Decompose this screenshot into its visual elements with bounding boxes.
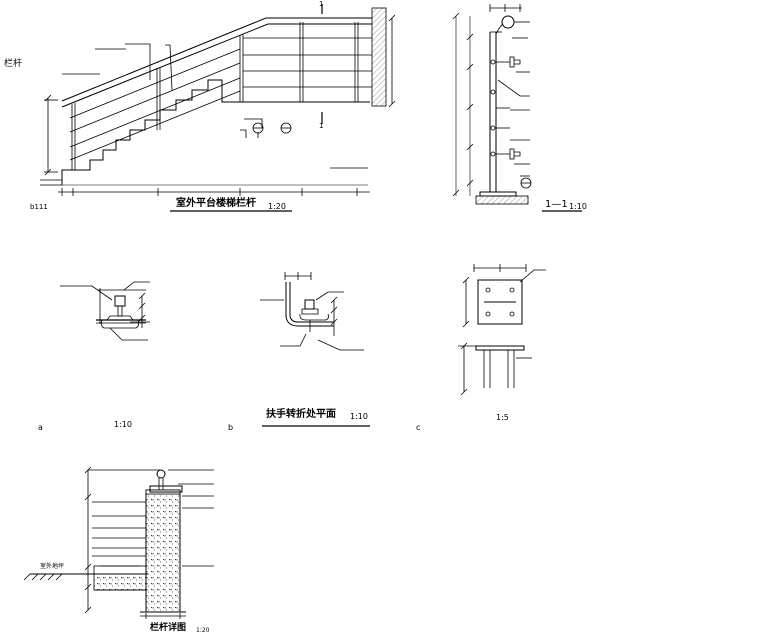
drawing4-title: 栏杆详图 bbox=[150, 623, 187, 633]
section-1-1 bbox=[452, 4, 582, 212]
railing-wall-detail bbox=[23, 466, 214, 619]
detail-b bbox=[260, 272, 370, 427]
detail-b-title: 扶手转折处平面 bbox=[266, 409, 336, 420]
detail-c-mark: c bbox=[416, 423, 421, 432]
railing-side-label: 栏杆 bbox=[4, 59, 23, 69]
drawing1-title: 室外平台楼梯栏杆 bbox=[176, 198, 256, 209]
section-cut-mark-top: 1 bbox=[319, 0, 324, 8]
detail-c bbox=[458, 264, 546, 396]
section-cut-mark-bottom: 1 bbox=[319, 122, 324, 130]
ground-label: 室外地坪 bbox=[40, 563, 65, 570]
section-1-1-scale: 1:10 bbox=[569, 202, 587, 211]
stair-railing-elevation bbox=[40, 4, 396, 212]
detail-b-mark: b bbox=[228, 423, 234, 432]
mark-b111: b111 bbox=[30, 203, 48, 211]
detail-a bbox=[60, 281, 150, 341]
section-1-1-title: 1—1 bbox=[545, 199, 568, 210]
detail-a-scale: 1:10 bbox=[114, 420, 132, 429]
detail-a-mark: a bbox=[38, 423, 43, 432]
drawing1-scale: 1:20 bbox=[268, 202, 286, 211]
drawing4-scale: 1:20 bbox=[196, 627, 210, 634]
detail-c-scale: 1:5 bbox=[496, 413, 509, 422]
detail-b-scale: 1:10 bbox=[350, 412, 368, 421]
